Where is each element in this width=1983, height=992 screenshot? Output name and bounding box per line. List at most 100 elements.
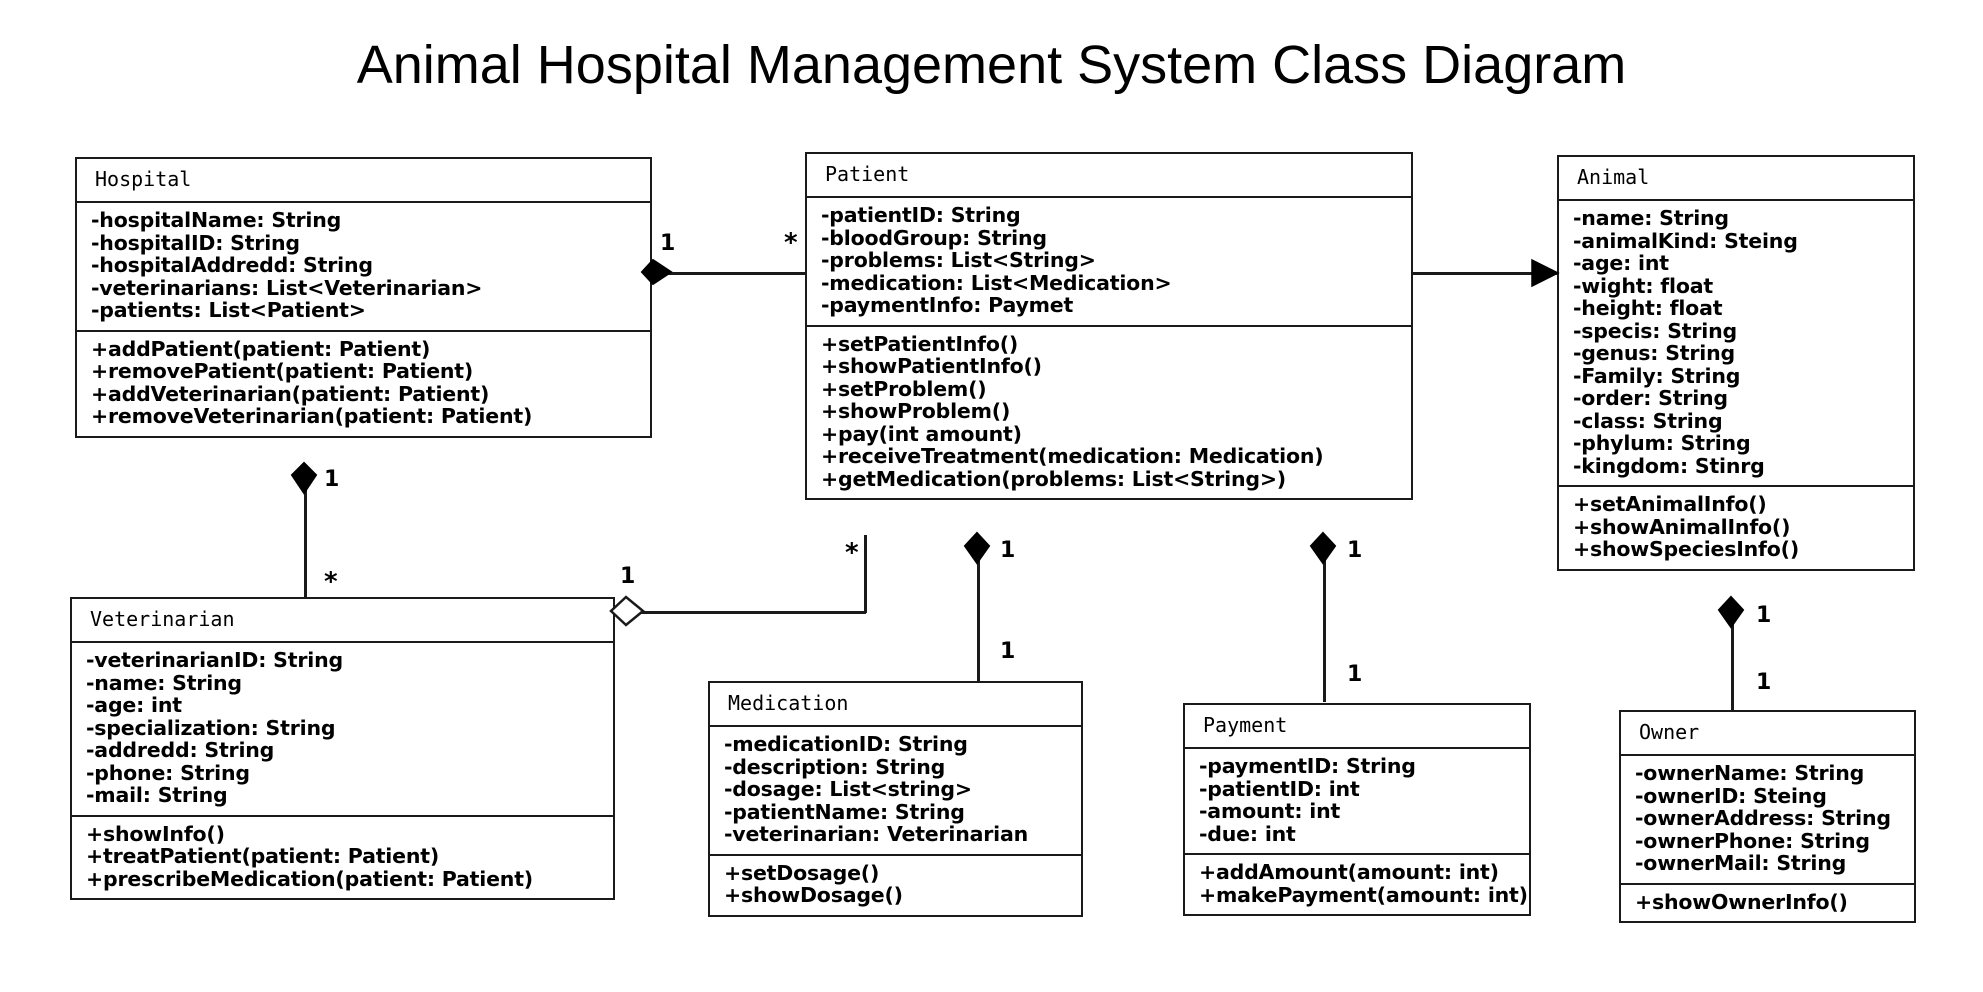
attribute-row: -veterinarian: Veterinarian (724, 822, 1029, 846)
class-box-medication[interactable]: Medication -medicationID: String -descri… (708, 681, 1083, 917)
class-name-animal: Animal (1559, 157, 1913, 201)
method-row: +setAnimalInfo() (1573, 492, 1767, 516)
class-name-payment: Payment (1185, 705, 1529, 749)
attribute-row: -description: String (724, 754, 946, 779)
attribute-row: -dosage: List<string> (724, 777, 972, 801)
method-row: +treatPatient(patient: Patient) (86, 844, 439, 868)
attribute-row: -ownerID: Steing (1635, 783, 1827, 808)
class-box-hospital[interactable]: Hospital -hospitalName: String -hospital… (75, 157, 652, 438)
class-attributes-medication: -medicationID: String -description: Stri… (710, 727, 1081, 854)
attribute-row: -name: String (1573, 206, 1729, 230)
multiplicity-hospital-veterinarian-source: 1 (324, 467, 340, 492)
method-row: +setDosage() (724, 860, 880, 885)
connector-patient-medication (977, 548, 980, 682)
method-row: +receiveTreatment(medication: Medication… (821, 444, 1324, 468)
class-box-patient[interactable]: Patient -patientID: String -bloodGroup: … (805, 152, 1413, 500)
attribute-row: -hospitalID: String (91, 230, 300, 255)
attribute-row: -patientID: int (1199, 776, 1360, 801)
method-row: +showSpeciesInfo() (1573, 537, 1799, 561)
attribute-row: -medication: List<Medication> (821, 270, 1172, 295)
multiplicity-hospital-veterinarian-target: * (324, 567, 338, 597)
class-box-owner[interactable]: Owner -ownerName: String -ownerID: Stein… (1619, 710, 1916, 923)
attribute-row: -genus: String (1573, 341, 1735, 365)
attribute-row: -age: int (1573, 251, 1669, 275)
attribute-row: -paymentID: String (1199, 754, 1416, 778)
method-row: +pay(int amount) (821, 421, 1022, 446)
attribute-row: -wight: float (1573, 273, 1713, 298)
method-row: +makePayment(amount: int) (1199, 882, 1528, 907)
class-methods-medication: +setDosage() +showDosage() (710, 853, 1081, 915)
attribute-row: -hospitalName: String (91, 208, 342, 232)
multiplicity-patient-veterinarian-source: * (845, 538, 859, 568)
method-row: +getMedication(problems: List<String>) (821, 466, 1286, 491)
method-row: +removePatient(patient: Patient) (91, 359, 474, 383)
attribute-row: -problems: List<String> (821, 248, 1096, 272)
multiplicity-animal-owner-source: 1 (1756, 603, 1772, 628)
attribute-row: -ownerPhone: String (1635, 828, 1870, 853)
attribute-row: -veterinarians: List<Veterinarian> (91, 275, 483, 300)
method-row: +setPatientInfo() (821, 331, 1019, 356)
method-row: +showProblem() (821, 399, 1011, 423)
connector-veterinarian-patient-v (864, 535, 867, 613)
class-methods-hospital: +addPatient(patient: Patient) +removePat… (77, 329, 650, 436)
composition-diamond-hospital-patient (640, 254, 682, 290)
multiplicity-patient-payment-source: 1 (1347, 538, 1363, 563)
attribute-row: -specis: String (1573, 318, 1737, 343)
class-name-medication: Medication (710, 683, 1081, 727)
multiplicity-patient-medication-target: 1 (1000, 639, 1016, 664)
attribute-row: -ownerMail: String (1635, 851, 1847, 875)
class-box-animal[interactable]: Animal -name: String -animalKind: Steing… (1557, 155, 1915, 571)
class-name-veterinarian: Veterinarian (72, 599, 613, 643)
composition-diamond-animal-owner (1713, 595, 1751, 639)
composition-diamond-patient-payment (1305, 531, 1343, 575)
attribute-row: -animalKind: Steing (1573, 228, 1798, 253)
attribute-row: -patientID: String (821, 203, 1021, 227)
class-attributes-hospital: -hospitalName: String -hospitalID: Strin… (77, 203, 650, 330)
class-name-patient: Patient (807, 154, 1411, 198)
class-box-veterinarian[interactable]: Veterinarian -veterinarianID: String -na… (70, 597, 615, 900)
method-row: +removeVeterinarian(patient: Patient) (91, 404, 533, 428)
class-methods-veterinarian: +showInfo() +treatPatient(patient: Patie… (72, 814, 613, 899)
attribute-row: -ownerName: String (1635, 761, 1865, 785)
connector-hospital-veterinarian (304, 478, 307, 600)
connector-animal-owner (1731, 612, 1734, 712)
connector-patient-payment (1323, 548, 1326, 702)
class-attributes-payment: -paymentID: String -patientID: int -amou… (1185, 749, 1529, 853)
class-name-hospital: Hospital (77, 159, 650, 203)
attribute-row: -paymentInfo: Paymet (821, 293, 1074, 317)
class-box-payment[interactable]: Payment -paymentID: String -patientID: i… (1183, 703, 1531, 916)
aggregation-diamond-veterinarian-patient (608, 593, 652, 631)
method-row: +showDosage() (724, 883, 903, 907)
attribute-row: -specialization: String (86, 715, 336, 740)
page-title: Animal Hospital Management System Class … (356, 35, 1627, 95)
method-row: +addAmount(amount: int) (1199, 860, 1499, 884)
attribute-row: -patientName: String (724, 799, 965, 824)
attribute-row: -class: String (1573, 408, 1723, 433)
multiplicity-patient-medication-source: 1 (1000, 538, 1016, 563)
class-name-owner: Owner (1621, 712, 1914, 756)
attribute-row: -kingdom: Stinrg (1573, 453, 1765, 478)
multiplicity-animal-owner-target: 1 (1756, 670, 1772, 695)
multiplicity-hospital-patient-target: * (784, 228, 798, 258)
method-row: +setProblem() (821, 376, 987, 401)
association-arrow-patient-animal (1528, 256, 1564, 290)
class-attributes-patient: -patientID: String -bloodGroup: String -… (807, 198, 1411, 325)
method-row: +prescribeMedication(patient: Patient) (86, 866, 533, 891)
method-row: +showPatientInfo() (821, 354, 1042, 378)
connector-patient-animal (1412, 272, 1557, 275)
attribute-row: -patients: List<Patient> (91, 298, 366, 322)
attribute-row: -amount: int (1199, 799, 1341, 823)
attribute-row: -hospitalAddredd: String (91, 253, 373, 277)
class-methods-animal: +setAnimalInfo() +showAnimalInfo() +show… (1559, 485, 1913, 569)
attribute-row: -ownerAddress: String (1635, 806, 1891, 830)
class-methods-patient: +setPatientInfo() +showPatientInfo() +se… (807, 324, 1411, 499)
connector-veterinarian-patient-h (640, 611, 866, 614)
composition-diamond-hospital-veterinarian (286, 460, 324, 504)
attribute-row: -order: String (1573, 386, 1728, 410)
multiplicity-patient-veterinarian-target: 1 (620, 564, 636, 589)
attribute-row: -veterinarianID: String (86, 648, 343, 672)
attribute-row: -phone: String (86, 760, 250, 785)
method-row: +showAnimalInfo() (1573, 514, 1791, 539)
method-row: +showOwnerInfo() (1635, 889, 1848, 914)
class-methods-owner: +showOwnerInfo() (1621, 882, 1914, 922)
